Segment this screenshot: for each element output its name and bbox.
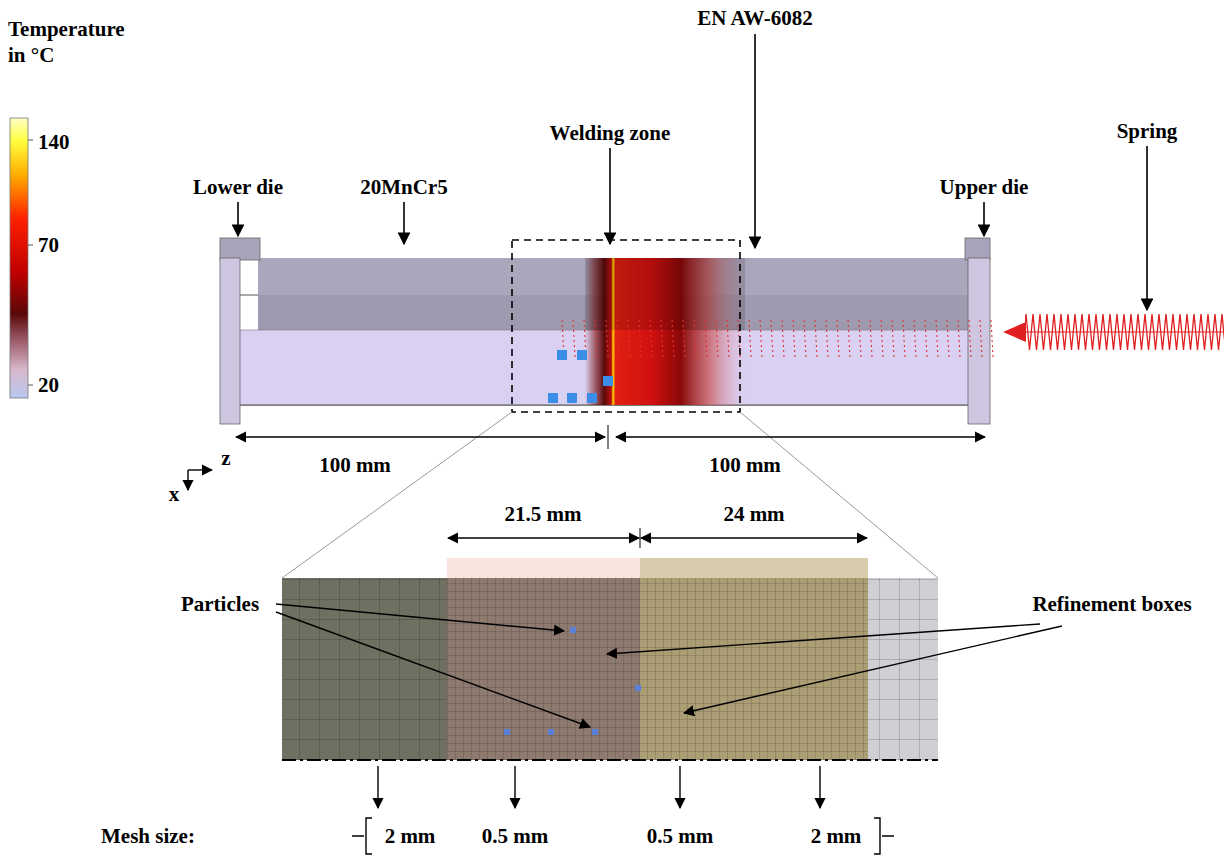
axis-label: x — [169, 481, 180, 507]
dimension-label: 21.5 mm — [505, 501, 582, 527]
mesh-size: 2 mm — [811, 823, 862, 849]
part-label: EN AW-6082 — [697, 5, 812, 31]
scale-value: 20 — [38, 372, 59, 398]
mesh-label: Mesh size: — [101, 823, 195, 849]
dimension-label: 100 mm — [319, 452, 391, 478]
part-label: Spring — [1117, 118, 1178, 144]
scale-value: 70 — [38, 232, 59, 258]
dimension-label: 24 mm — [723, 501, 784, 527]
callout-label: Refinement boxes — [1032, 591, 1191, 617]
mesh-size: 2 mm — [385, 823, 436, 849]
part-label: Upper die — [940, 174, 1029, 200]
callout-label: Particles — [181, 591, 259, 617]
part-label: 20MnCr5 — [360, 174, 448, 200]
mesh-size: 0.5 mm — [482, 823, 549, 849]
part-label: Lower die — [193, 174, 283, 200]
dimension-label: 100 mm — [709, 452, 781, 478]
scale-value: 140 — [38, 129, 70, 155]
colorbar-title: Temperature in °C — [8, 16, 138, 69]
mesh-size: 0.5 mm — [647, 823, 714, 849]
part-label: Welding zone — [550, 120, 671, 146]
axis-label: z — [221, 445, 230, 471]
